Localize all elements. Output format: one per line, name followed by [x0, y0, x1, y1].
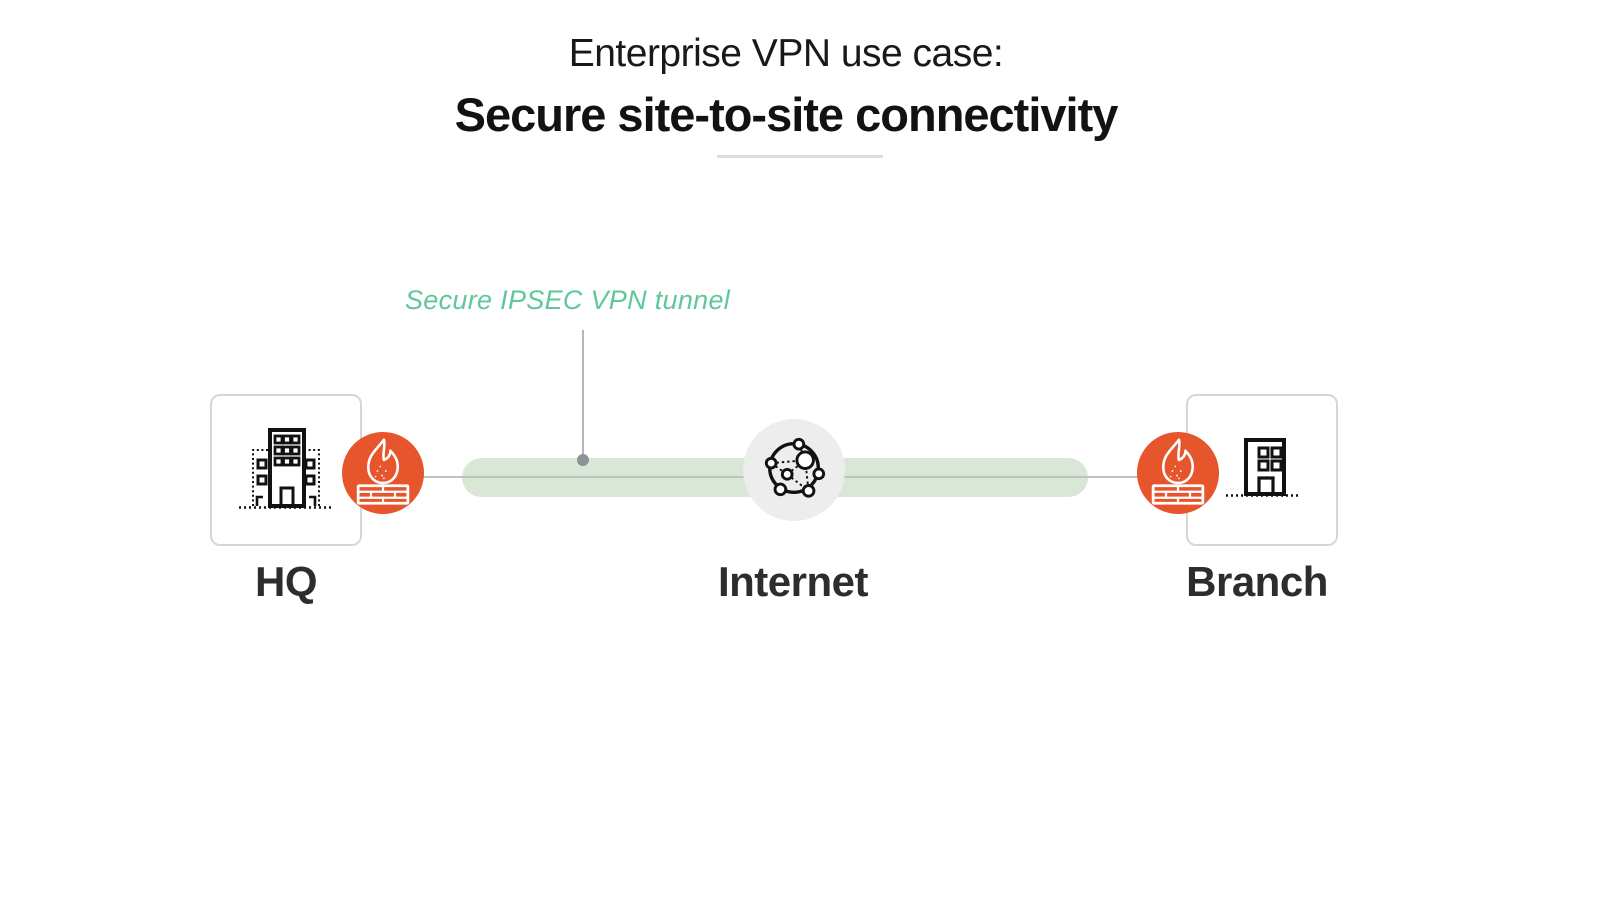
header: Enterprise VPN use case: Secure site-to-…	[0, 30, 1572, 145]
internet-label: Internet	[717, 558, 869, 605]
page-title: Enterprise VPN use case:	[568, 32, 1004, 75]
annotation-leader-line	[582, 330, 584, 456]
annotation-leader-dot	[577, 454, 589, 466]
tunnel-annotation-label: Secure IPSEC VPN tunnel	[405, 285, 731, 315]
title-divider	[717, 155, 883, 158]
building-branch-icon	[1222, 432, 1302, 509]
firewall-icon	[355, 436, 411, 511]
branch-label: Branch	[1186, 558, 1328, 605]
internet-network-icon	[760, 434, 828, 507]
page-subtitle: Secure site-to-site connectivity	[454, 87, 1119, 141]
hq-firewall-badge	[342, 432, 424, 514]
firewall-icon	[1150, 436, 1206, 511]
branch-firewall-badge	[1137, 432, 1219, 514]
building-hq-icon	[231, 424, 341, 517]
hq-site-box	[210, 394, 362, 546]
internet-node	[743, 419, 845, 521]
hq-label: HQ	[255, 558, 318, 605]
